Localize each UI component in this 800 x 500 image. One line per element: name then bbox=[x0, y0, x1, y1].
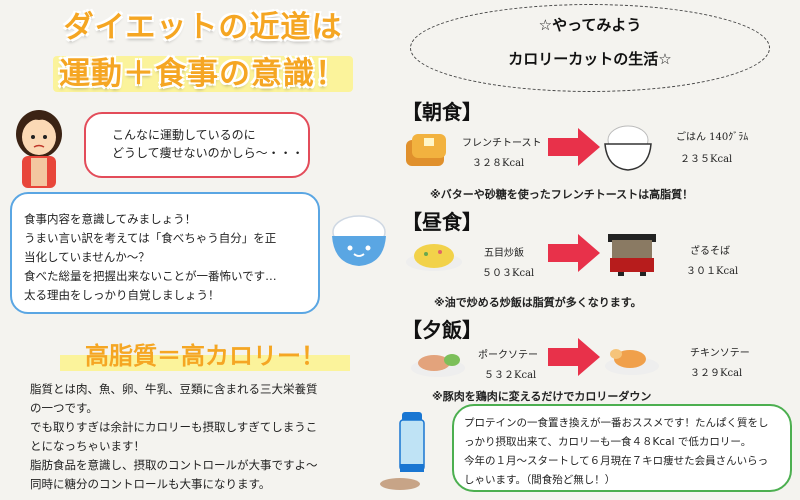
rice-speech-line-1: 食事内容を意識してみましょう！ bbox=[24, 212, 197, 226]
plan-title-line-2: カロリーカットの生活☆ bbox=[508, 50, 672, 68]
explanation-line-2: の一つです。 bbox=[30, 401, 98, 415]
explanation-line-1: 脂質とは肉、魚、卵、牛乳、豆類に含まれる三大栄養質 bbox=[30, 382, 318, 396]
title-line-1: ダイエットの近道は bbox=[8, 2, 398, 46]
title-line-1-text: ダイエットの近道は bbox=[63, 10, 343, 45]
protein-info-box: プロテインの一食置き換えが一番おススメです！たんぱく質をし っかり摂取出来て、カ… bbox=[452, 404, 792, 492]
rice-speech-line-5: 太る理由をしっかり自覚しましょう！ bbox=[24, 288, 220, 302]
protein-line-3: 今年の１月～スタートして６月現在７キロ痩せた会員さんいらっ bbox=[464, 455, 769, 467]
protein-line-2: っかり摂取出来て、カロリーも一食４８Kcal で低カロリー。 bbox=[464, 436, 752, 448]
french-toast-image bbox=[406, 134, 446, 166]
dinner-heading: 【夕飯】 bbox=[402, 318, 482, 342]
breakfast-before-name: フレンチトースト bbox=[462, 138, 542, 149]
red-arrow-icon bbox=[548, 338, 600, 376]
woman-speech-line-1: こんなに運動しているのに bbox=[112, 128, 256, 142]
plan-title-line-1: ☆やってみよう bbox=[538, 16, 642, 34]
lunch-before-kcal: ５０３Kcal bbox=[482, 268, 535, 279]
rice-speech-line-3: 当化していませんか～？ bbox=[24, 250, 150, 264]
woman-speech-line-2: どうして痩せないのかしら～・・・ bbox=[112, 146, 304, 160]
lunch-heading: 【昼食】 bbox=[402, 210, 482, 234]
breakfast-heading: 【朝食】 bbox=[402, 100, 482, 124]
red-arrow-icon bbox=[548, 234, 600, 272]
slogan: 高脂質＝高カロリー！ bbox=[60, 336, 350, 371]
breakfast-after-kcal: ２３５Kcal bbox=[680, 154, 733, 165]
explanation-line-4: とになっちゃいます！ bbox=[30, 439, 145, 453]
breakfast-after-name: ごはん 140ｸﾞﾗﾑ bbox=[676, 132, 749, 143]
rice-speech-line-2: うまい言い訳を考えては「食べちゃう自分」を正 bbox=[24, 231, 277, 245]
pork-saute-image bbox=[411, 354, 465, 377]
dinner-note: ※豚肉を鶏肉に変えるだけでカロリーダウン bbox=[432, 390, 652, 403]
fried-rice-image bbox=[406, 244, 462, 271]
lunch-after-kcal: ３０１Kcal bbox=[686, 266, 739, 277]
red-arrow-icon bbox=[548, 128, 600, 166]
title-line-2: 運動＋食事の意識！ bbox=[8, 48, 398, 93]
lunch-note: ※油で炒める炒飯は脂質が多くなります。 bbox=[434, 296, 642, 309]
breakfast-before-kcal: ３２８Kcal bbox=[472, 158, 525, 169]
explanation-line-6: 同時に糖分のコントロールも大事になります。 bbox=[30, 477, 271, 491]
rice-bowl-character bbox=[332, 215, 386, 266]
woman-speech-bubble: こんなに運動しているのに どうして痩せないのかしら～・・・ bbox=[84, 112, 310, 178]
rice-speech-line-4: 食べた総量を把握出来ないことが一番怖いです… bbox=[24, 269, 277, 283]
plan-title-oval bbox=[410, 4, 770, 92]
protein-shaker-image bbox=[380, 412, 425, 490]
zaru-soba-image bbox=[608, 234, 656, 276]
dinner-after-kcal: ３２９Kcal bbox=[690, 368, 743, 379]
rice-speech-bubble: 食事内容を意識してみましょう！ うまい言い訳を考えては「食べちゃう自分」を正 当… bbox=[10, 192, 320, 314]
dinner-after-name: チキンソテー bbox=[690, 348, 750, 359]
protein-line-4: しゃいます。（間食殆ど無し！） bbox=[464, 474, 616, 486]
title-line-2-text: 運動＋食事の意識！ bbox=[53, 56, 353, 92]
breakfast-note: ※バターや砂糖を使ったフレンチトーストは高脂質！ bbox=[430, 188, 694, 201]
lunch-after-name: ざるそば bbox=[690, 246, 730, 257]
woman-illustration bbox=[16, 110, 62, 188]
fat-explanation: 脂質とは肉、魚、卵、牛乳、豆類に含まれる三大栄養質 の一つです。 でも取りすぎは… bbox=[30, 380, 370, 494]
chicken-saute-image bbox=[605, 349, 659, 375]
explanation-line-3: でも取りすぎは余計にカロリーも摂取しすぎてしまうこ bbox=[30, 420, 318, 434]
protein-line-1: プロテインの一食置き換えが一番おススメです！たんぱく質をし bbox=[464, 417, 769, 429]
lunch-before-name: 五目炒飯 bbox=[484, 248, 524, 259]
rice-bowl-image bbox=[604, 125, 652, 171]
dinner-before-kcal: ５３２Kcal bbox=[484, 370, 537, 381]
dinner-before-name: ポークソテー bbox=[478, 350, 538, 361]
explanation-line-5: 脂肪食品を意識し、摂取のコントロールが大事ですよ～ bbox=[30, 458, 318, 472]
